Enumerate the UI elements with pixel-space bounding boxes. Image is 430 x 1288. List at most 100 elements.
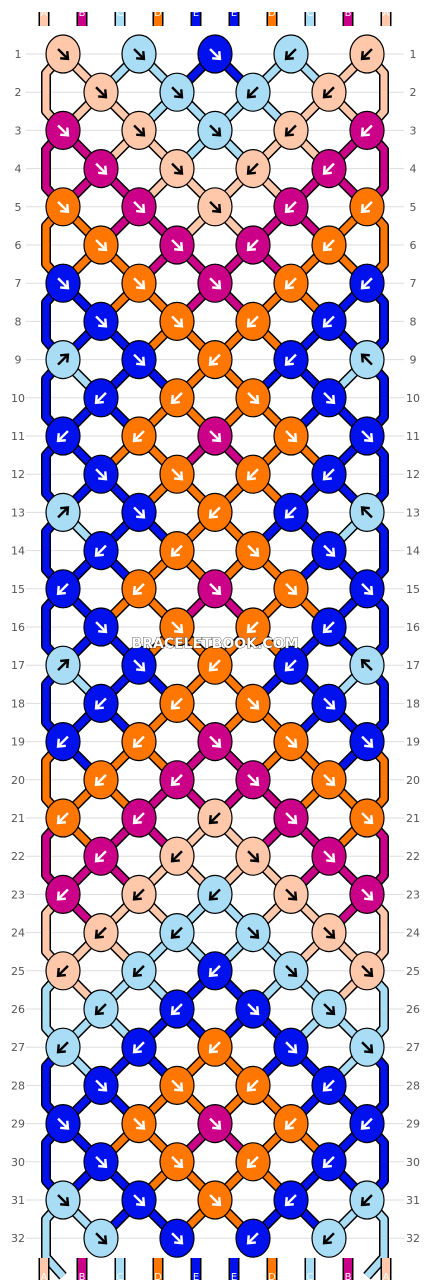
knot	[197, 110, 233, 150]
knot	[197, 340, 233, 380]
knot	[45, 340, 81, 380]
knot	[83, 301, 119, 341]
knot	[349, 1027, 385, 1067]
knot	[83, 149, 119, 189]
row-number-right: 9	[410, 354, 417, 367]
knot-arrow-icon	[284, 659, 297, 672]
knot-arrow-icon	[57, 353, 70, 366]
knot-arrow-icon	[133, 124, 146, 137]
knot-arrow-icon	[322, 1232, 335, 1245]
knot-arrow-icon	[133, 201, 146, 214]
knot-arrow-icon	[247, 697, 260, 710]
row-number-left: 5	[15, 201, 22, 214]
row-number-right: 12	[406, 468, 420, 481]
knot	[349, 187, 385, 227]
knot-arrow-icon	[361, 812, 374, 825]
knot-arrow-icon	[56, 812, 69, 825]
knot	[349, 110, 385, 150]
knot	[349, 340, 385, 380]
knot	[349, 263, 385, 303]
knot-arrow-icon	[285, 812, 298, 825]
knot	[311, 1065, 347, 1106]
row-number-right: 11	[406, 430, 420, 443]
row-number-right: 15	[406, 583, 420, 596]
string-label-top: B	[79, 8, 86, 19]
knot	[273, 645, 309, 685]
row-number-left: 4	[15, 163, 22, 176]
knot-arrow-icon	[360, 658, 373, 671]
knot-arrow-icon	[360, 506, 373, 519]
knot-arrow-icon	[57, 1194, 70, 1207]
row-number-right: 23	[406, 888, 420, 901]
knot-arrow-icon	[322, 239, 335, 252]
knot-arrow-icon	[361, 1041, 374, 1054]
knot	[159, 989, 195, 1029]
knot	[273, 874, 309, 915]
knot	[273, 569, 309, 609]
knot	[83, 454, 119, 494]
knot	[349, 34, 385, 74]
row-number-left: 30	[11, 1156, 25, 1169]
knot	[349, 645, 385, 685]
knot-arrow-icon	[285, 430, 298, 443]
knot-arrow-icon	[133, 1194, 146, 1207]
knot	[311, 989, 347, 1029]
knot-arrow-icon	[284, 1194, 297, 1207]
knot	[235, 72, 271, 112]
knot	[45, 110, 81, 150]
knot-arrow-icon	[247, 1003, 260, 1016]
row-number-right: 25	[406, 965, 420, 978]
row-number-left: 1	[15, 48, 22, 61]
knot-arrow-icon	[133, 277, 146, 290]
string-label-top: A	[383, 8, 390, 19]
knot	[83, 836, 119, 876]
knot	[349, 492, 385, 533]
knot-arrow-icon	[57, 658, 70, 671]
row-number-left: 11	[11, 430, 25, 443]
knot	[349, 721, 385, 762]
knot	[235, 530, 271, 571]
row-number-left: 29	[11, 1118, 25, 1131]
row-number-left: 20	[11, 774, 25, 787]
knot	[197, 798, 233, 838]
knot	[121, 340, 157, 380]
knot-arrow-icon	[57, 201, 70, 214]
knot-arrow-icon	[94, 392, 107, 405]
string-label-top: B	[345, 8, 352, 19]
row-number-left: 24	[11, 927, 25, 940]
knot	[273, 34, 309, 74]
knot	[83, 378, 119, 418]
knot	[311, 607, 347, 647]
knot-arrow-icon	[246, 1232, 259, 1245]
row-number-right: 27	[406, 1041, 420, 1054]
knot	[45, 721, 81, 762]
row-number-left: 12	[11, 468, 25, 481]
knot	[235, 149, 271, 189]
row-number-left: 7	[15, 277, 22, 290]
knot-arrow-icon	[323, 774, 336, 787]
knot	[121, 1180, 157, 1220]
string-label-top: C	[307, 8, 314, 19]
knot	[311, 225, 347, 265]
knot-arrow-icon	[284, 277, 297, 290]
knot-arrow-icon	[208, 965, 221, 978]
knot	[311, 760, 347, 800]
knot-arrow-icon	[170, 697, 183, 710]
knot	[273, 1027, 309, 1067]
row-number-left: 9	[15, 354, 22, 367]
knot-arrow-icon	[56, 1041, 69, 1054]
knot	[121, 492, 157, 533]
row-number-left: 21	[11, 812, 25, 825]
knot-arrow-icon	[95, 239, 108, 252]
knot-arrow-icon	[171, 162, 184, 175]
knot	[197, 951, 233, 991]
knot	[197, 1180, 233, 1220]
knot-arrow-icon	[208, 1041, 221, 1054]
knot-arrow-icon	[285, 1041, 298, 1054]
knot	[159, 149, 195, 189]
row-number-left: 31	[11, 1194, 25, 1207]
knot	[197, 492, 233, 533]
knot-arrow-icon	[209, 277, 222, 290]
knot	[235, 454, 271, 494]
knot-arrow-icon	[171, 239, 184, 252]
